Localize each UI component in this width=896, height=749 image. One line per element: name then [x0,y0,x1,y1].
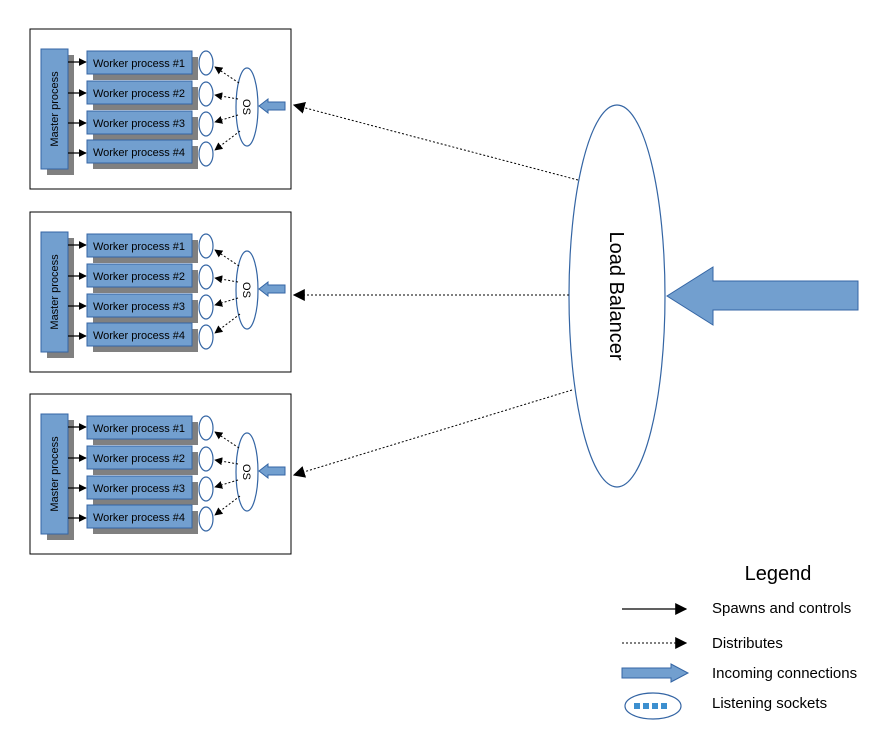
worker-label: Worker process #2 [93,453,185,465]
incoming-connection-arrow [258,280,286,298]
worker-label: Worker process #4 [93,512,185,524]
master-process-box [40,413,69,535]
worker-process-2: Worker process #2 [86,445,198,475]
listening-sockets [198,233,214,350]
worker-label: Worker process #1 [93,423,185,435]
os-label: OS [240,282,252,298]
server-3: Master process Worker process #1 Worker … [29,393,292,555]
listening-sockets [198,415,214,532]
load-balancer-ellipse [568,104,666,488]
os-label: OS [240,464,252,480]
worker-process-1: Worker process #1 [86,415,198,445]
spawn-arrows [68,423,87,522]
worker-process-1: Worker process #1 [86,233,198,263]
worker-label: Worker process #3 [93,118,185,130]
worker-label: Worker process #3 [93,301,185,313]
legend-label-distributes: Distributes [712,635,783,652]
worker-process-1: Worker process #1 [86,50,198,80]
os-ellipse [235,67,259,147]
spawn-arrows [68,58,87,157]
worker-process-3: Worker process #3 [86,293,198,323]
worker-process-3: Worker process #3 [86,475,198,505]
incoming-connection-arrow [258,462,286,480]
os-distribute-arrows [214,431,241,516]
master-process-label: Master process [49,254,61,330]
master-process-box [40,231,69,353]
socket-ellipse-icon [624,692,682,720]
worker-process-2: Worker process #2 [86,263,198,293]
worker-label: Worker process #1 [93,58,185,70]
worker-process-4: Worker process #4 [86,504,198,534]
worker-label: Worker process #3 [93,483,185,495]
worker-process-4: Worker process #4 [86,139,198,169]
master-process-label: Master process [49,71,61,147]
legend: Legend Spawns and controls Distributes I… [621,563,857,720]
server-1: Master process Worker process #1 Worker … [29,28,292,190]
incoming-connection-arrow [258,97,286,115]
worker-label: Worker process #2 [93,88,185,100]
spawn-arrows [68,241,87,340]
legend-title: Legend [745,563,812,585]
load-balancer-distribute-arrows [292,101,579,478]
worker-label: Worker process #2 [93,271,185,283]
main-incoming-arrow [666,266,859,326]
os-label: OS [240,99,252,115]
os-ellipse [235,250,259,330]
master-process-box [40,48,69,170]
worker-process-4: Worker process #4 [86,322,198,352]
server-2: Master process Worker process #1 Worker … [29,211,292,373]
worker-process-3: Worker process #3 [86,110,198,140]
os-ellipse [235,432,259,512]
listening-sockets [198,50,214,167]
legend-label-sockets: Listening sockets [712,695,827,712]
block-arrow-icon [621,663,690,683]
load-balancer-label: Load Balancer [605,232,627,361]
legend-label-spawns: Spawns and controls [712,600,851,617]
worker-label: Worker process #4 [93,147,185,159]
os-distribute-arrows [214,66,241,151]
worker-label: Worker process #4 [93,330,185,342]
worker-process-2: Worker process #2 [86,80,198,110]
worker-label: Worker process #1 [93,241,185,253]
os-distribute-arrows [214,249,241,334]
legend-label-incoming: Incoming connections [712,665,857,682]
master-process-label: Master process [49,436,61,512]
